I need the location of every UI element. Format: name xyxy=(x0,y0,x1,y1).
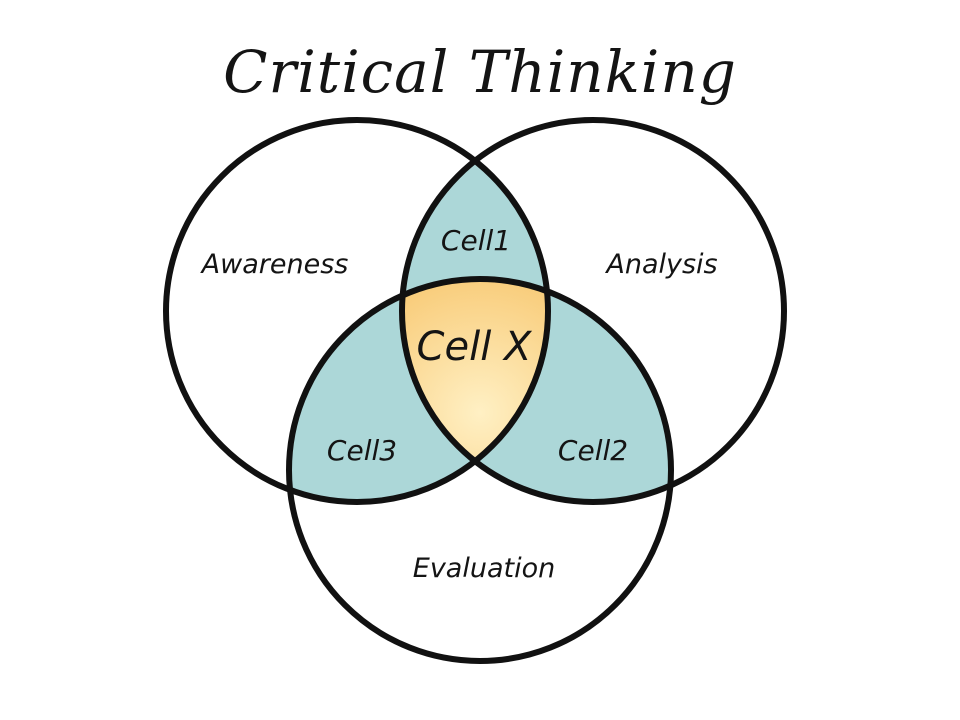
circle-evaluation xyxy=(286,276,674,664)
diagram-title: Critical Thinking xyxy=(223,38,737,106)
label-awareness: Awareness xyxy=(200,249,349,280)
label-cell2: Cell2 xyxy=(558,434,628,467)
circle-analysis xyxy=(399,117,787,505)
label-cellx: Cell X xyxy=(417,324,533,370)
circle-awareness xyxy=(163,117,551,505)
label-analysis: Analysis xyxy=(604,249,717,280)
label-cell3: Cell3 xyxy=(327,434,397,467)
label-evaluation: Evaluation xyxy=(413,553,555,584)
label-cell1: Cell1 xyxy=(441,224,511,257)
